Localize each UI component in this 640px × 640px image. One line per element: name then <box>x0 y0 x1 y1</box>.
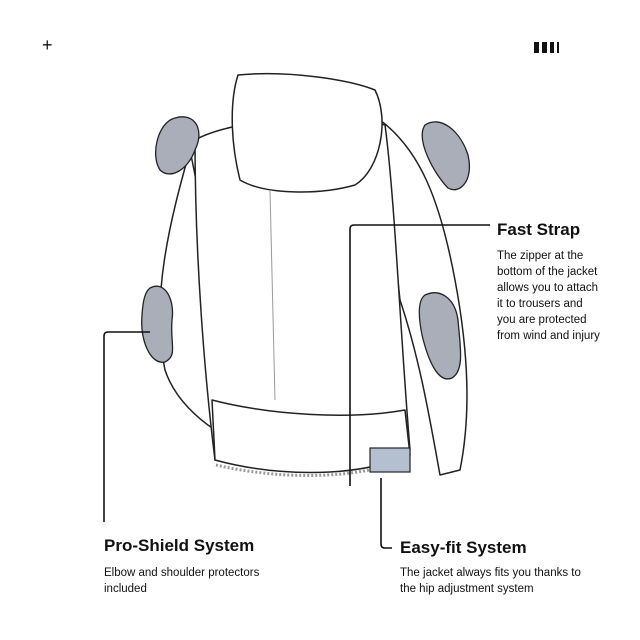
pro-shield-leader <box>103 331 150 522</box>
elbow-pad-right <box>418 292 462 380</box>
easy-fit-title: Easy-fit System <box>400 538 527 557</box>
fast-strap-leader <box>349 224 490 486</box>
pro-shield-title: Pro-Shield System <box>104 536 255 555</box>
shoulder-pad-right <box>421 121 471 191</box>
fast-strap-description: The zipper at the bottom of the jacket a… <box>497 250 600 342</box>
fast-strap-title: Fast Strap <box>497 220 581 239</box>
easy-fit-description: The jacket always fits you thanks to the… <box>400 567 581 595</box>
pro-shield-description: Elbow and shoulder protectors included <box>104 567 260 595</box>
hip-adjustment-panel <box>369 447 411 473</box>
shoulder-pad-left <box>155 116 200 175</box>
easy-fit-leader <box>380 478 392 549</box>
hood <box>231 72 383 193</box>
plus-icon[interactable]: + <box>42 35 53 55</box>
elbow-pad-left <box>141 285 174 363</box>
bars-icon[interactable] <box>534 42 559 53</box>
